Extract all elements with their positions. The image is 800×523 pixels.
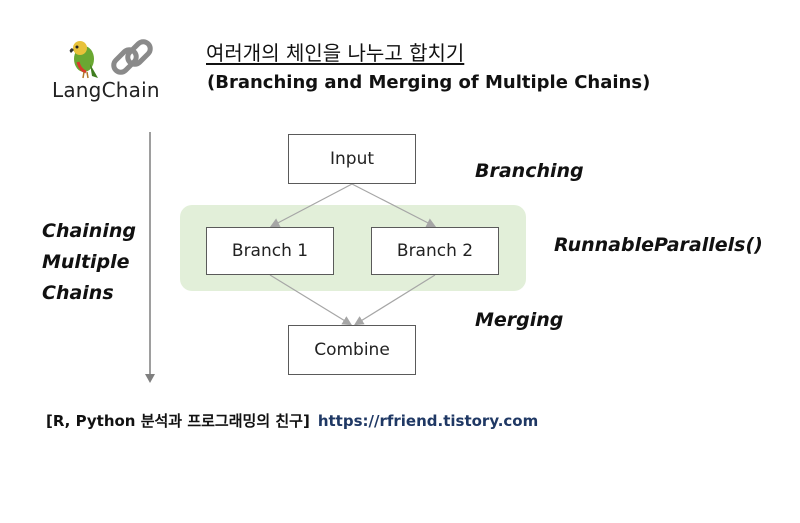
side-label-line: Chains: [42, 282, 114, 304]
branching-label: Branching: [475, 160, 584, 182]
chain-link-icon: [111, 39, 153, 75]
page-title-korean: 여러개의 체인을 나누고 합치기: [206, 41, 465, 65]
footer-url[interactable]: https://rfriend.tistory.com: [317, 412, 539, 430]
footer-text: [R, Python 분석과 프로그래밍의 친구]: [46, 412, 310, 430]
parrot-icon: [69, 41, 98, 79]
runnable-parallels-label: RunnableParallels(): [554, 234, 763, 256]
page-title-english: (Branching and Merging of Multiple Chain…: [207, 72, 651, 93]
logo-text: LangChain: [52, 78, 160, 102]
combine-node: Combine: [288, 325, 416, 375]
side-label: Chaining Multiple Chains: [42, 216, 136, 309]
branch2-node: Branch 2: [371, 227, 499, 275]
side-label-line: Chaining: [42, 220, 136, 242]
input-node: Input: [288, 134, 416, 184]
merging-label: Merging: [475, 309, 564, 331]
footer: [R, Python 분석과 프로그래밍의 친구] https://rfriend…: [46, 410, 538, 431]
flow-arrow-icon: [145, 132, 155, 383]
side-label-line: Multiple: [42, 251, 130, 273]
branch1-node: Branch 1: [206, 227, 334, 275]
langchain-logo: LangChain: [50, 38, 170, 104]
